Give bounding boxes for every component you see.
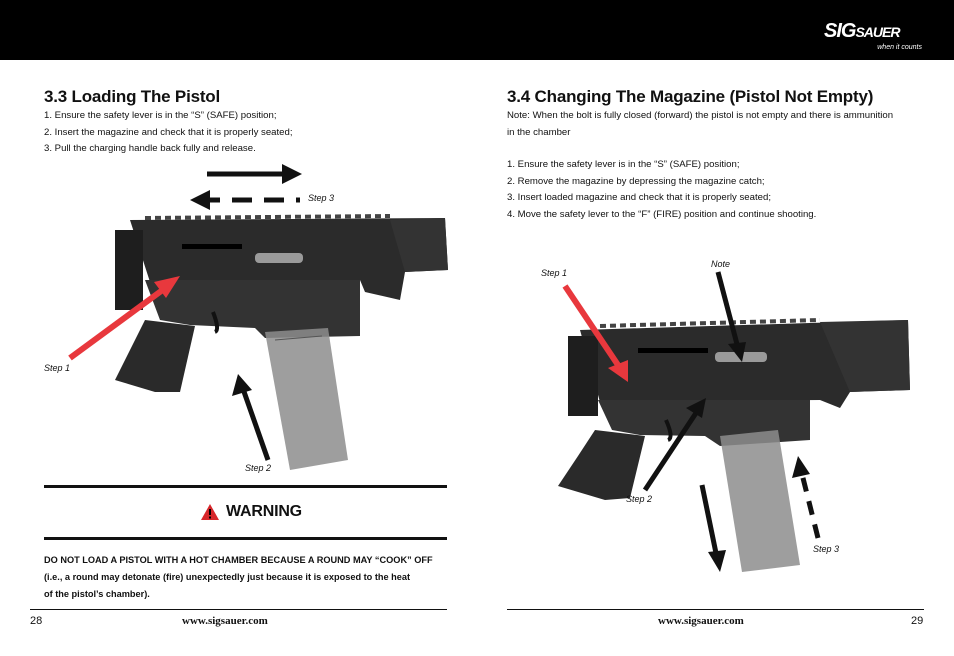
page-number-left: 28 <box>30 615 43 627</box>
warning-title: WARNING <box>226 503 302 520</box>
callout-step2-left: Step 2 <box>245 463 272 473</box>
website-link-right[interactable]: www.sigsauer.com <box>658 615 744 627</box>
page-number-right: 29 <box>911 615 924 627</box>
footer-rule-left <box>30 609 447 610</box>
warning-text: DO NOT LOAD A PISTOL WITH A HOT CHAMBER … <box>44 555 433 599</box>
changing-magazine-steps: 1. Ensure the safety lever is in the “S”… <box>507 157 816 223</box>
warning-heading: WARNING <box>200 503 302 521</box>
callout-step1-left: Step 1 <box>44 363 71 373</box>
callout-step2-right: Step 2 <box>626 494 653 504</box>
warning-bottom-rule <box>44 537 447 540</box>
list-item: 1. Ensure the safety lever is in the “S”… <box>44 110 277 121</box>
callout-step3-right: Step 3 <box>813 544 840 554</box>
list-item: 2. Remove the magazine by depressing the… <box>507 175 765 187</box>
logo-tagline: when it counts <box>877 44 922 51</box>
warning-top-rule <box>44 485 447 488</box>
warning-triangle-icon <box>201 504 219 520</box>
list-item: 1. Ensure the safety lever is in the “S”… <box>507 159 740 170</box>
pistol-illustration-right <box>558 271 910 572</box>
list-item: 2. Insert the magazine and check that it… <box>44 126 293 138</box>
section-title-changing-magazine: 3.4 Changing The Magazine (Pistol Not Em… <box>507 87 874 106</box>
list-item: 3. Pull the charging handle back fully a… <box>44 143 256 154</box>
sig-sauer-logo: SIGSAUER when it counts <box>824 20 924 54</box>
loading-steps: 1. Ensure the safety lever is in the “S”… <box>44 108 293 158</box>
header-bar: SIGSAUER when it counts <box>0 0 954 60</box>
logo-sauer: SAUER <box>855 24 900 40</box>
section-title-loading: 3.3 Loading The Pistol <box>44 87 221 106</box>
loading-pistol-figure <box>60 160 460 480</box>
changing-magazine-figure <box>520 260 920 590</box>
pistol-illustration-left <box>68 164 448 470</box>
callout-step3-left: Step 3 <box>308 193 335 203</box>
footer-rule-right <box>507 609 924 610</box>
website-link-left[interactable]: www.sigsauer.com <box>182 615 268 627</box>
callout-note-right: Note <box>711 259 731 269</box>
note-text: Note: When the bolt is fully closed (for… <box>507 110 894 138</box>
list-item: 4. Move the safety lever to the “F” (FIR… <box>507 208 817 220</box>
logo-sig: SIG <box>824 20 856 42</box>
callout-step1-right: Step 1 <box>541 268 568 278</box>
list-item: 3. Insert loaded magazine and check that… <box>507 192 771 203</box>
